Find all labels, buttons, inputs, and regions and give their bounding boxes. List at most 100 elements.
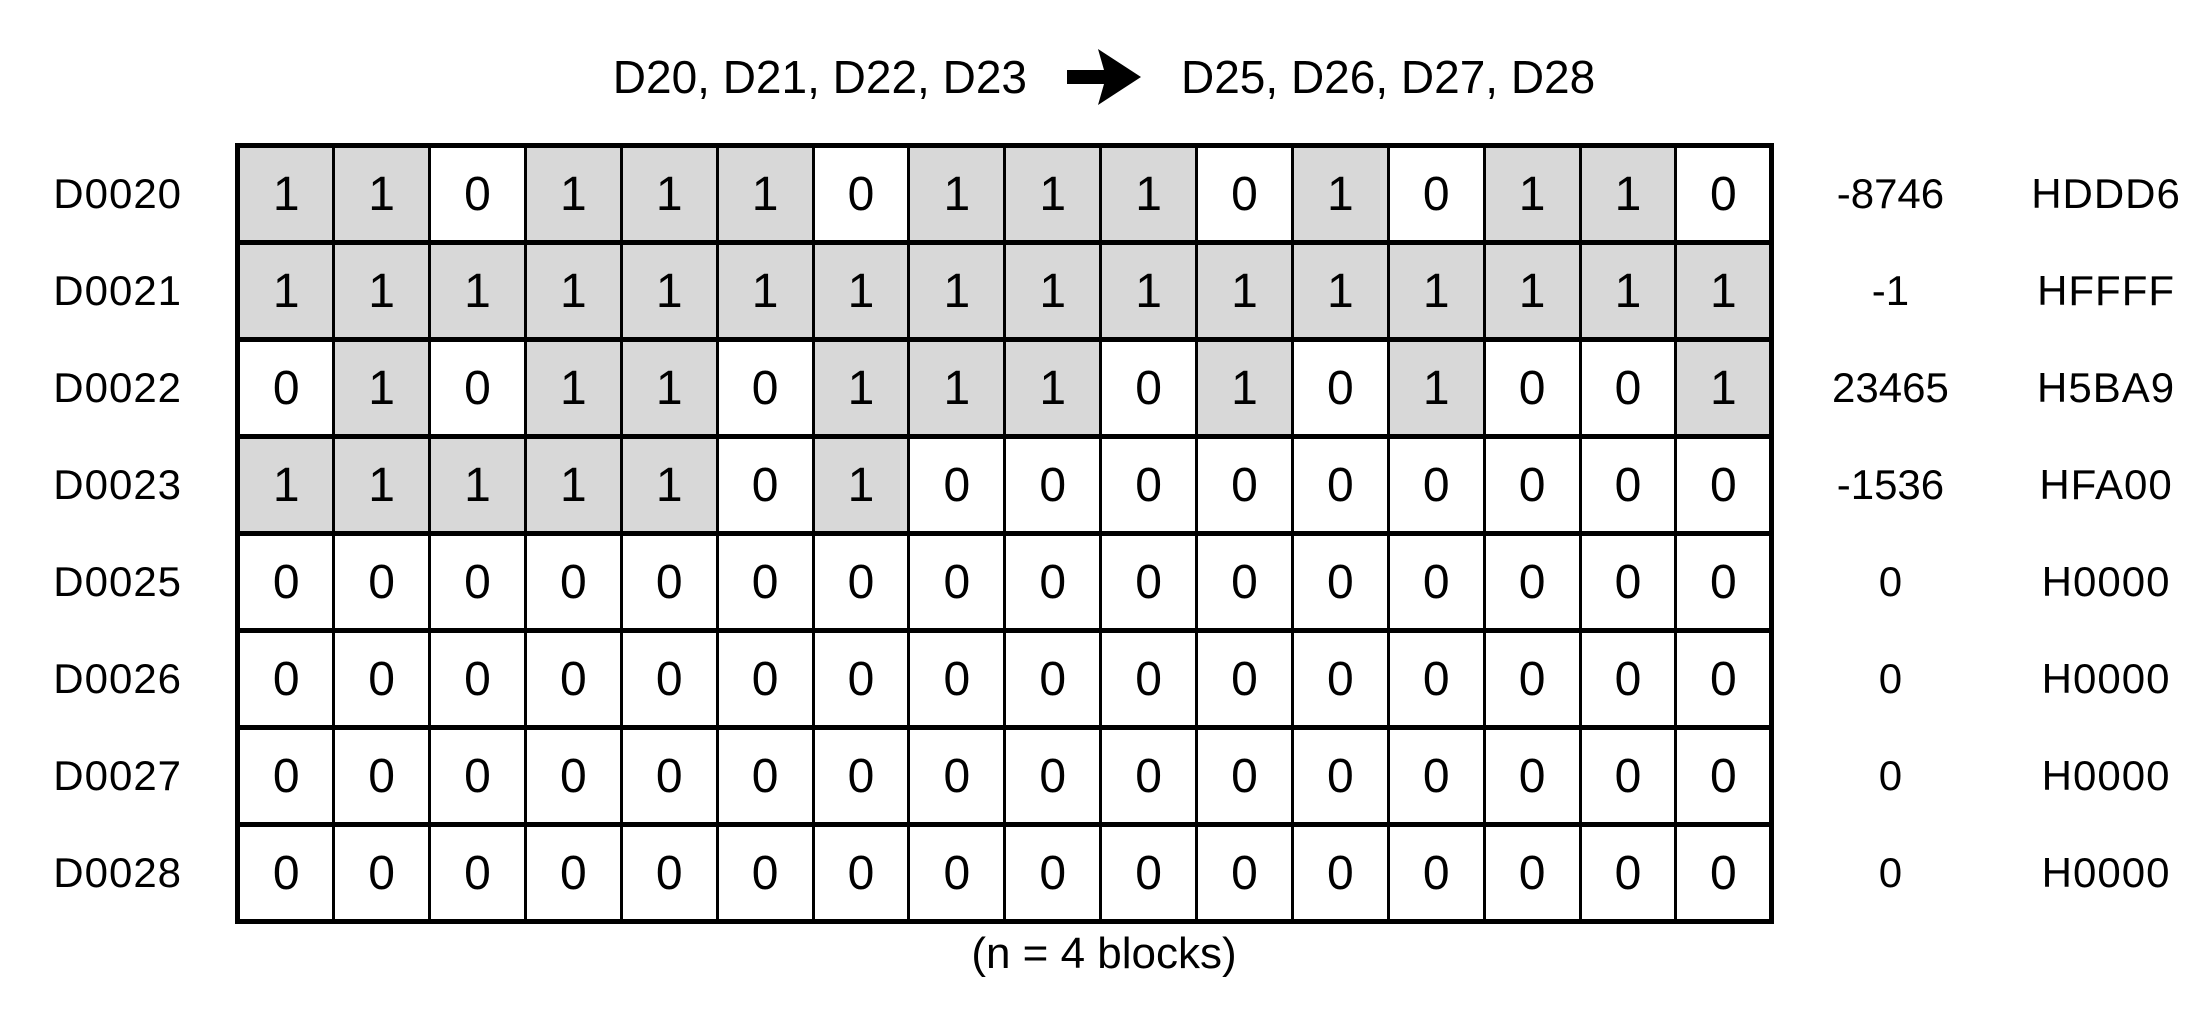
bit-cell: 0 xyxy=(1195,725,1294,827)
bit-cell: 0 xyxy=(619,531,719,633)
bit-cell: 1 xyxy=(619,143,719,245)
bit-cell: 0 xyxy=(811,725,911,827)
bit-cell: 0 xyxy=(1290,822,1390,924)
bit-cell: 1 xyxy=(1195,337,1294,439)
title-dest-registers: D25, D26, D27, D28 xyxy=(1181,51,1596,103)
bit-cell: 1 xyxy=(1674,337,1775,439)
bit-cell: 0 xyxy=(1386,628,1486,730)
bit-cell: 0 xyxy=(1482,434,1582,536)
bit-cell: 0 xyxy=(235,628,336,730)
bit-cell: 0 xyxy=(1290,434,1390,536)
bit-cell: 0 xyxy=(1578,531,1678,633)
bit-cell: 1 xyxy=(523,143,623,245)
bit-cell: 0 xyxy=(1099,434,1199,536)
bit-cell: 0 xyxy=(1195,434,1294,536)
hex-value: HDDD6 xyxy=(2031,170,2181,217)
bit-cell: 0 xyxy=(1482,822,1582,924)
decimal-value: -8746 xyxy=(1836,170,1945,217)
bit-cell: 1 xyxy=(523,337,623,439)
bit-cell: 0 xyxy=(1003,628,1103,730)
hex-value: H0000 xyxy=(2041,849,2171,896)
bit-cell: 0 xyxy=(523,822,623,924)
bit-cell: 0 xyxy=(1578,822,1678,924)
bit-cell: 1 xyxy=(1482,240,1582,342)
register-label: D0022 xyxy=(53,364,183,411)
bit-cell: 0 xyxy=(811,531,911,633)
bit-cell: 1 xyxy=(907,240,1007,342)
bit-cell: 1 xyxy=(1578,143,1678,245)
bit-cell: 0 xyxy=(1290,337,1390,439)
bit-cell: 0 xyxy=(1578,725,1678,827)
bit-cell: 0 xyxy=(907,628,1007,730)
bit-cell: 0 xyxy=(1386,531,1486,633)
bit-cell: 0 xyxy=(523,531,623,633)
bit-cell: 0 xyxy=(1290,725,1390,827)
bit-cell: 0 xyxy=(907,434,1007,536)
register-label: D0025 xyxy=(53,558,183,605)
caption: (n = 4 blocks) xyxy=(971,929,1237,978)
bit-cell: 1 xyxy=(235,240,336,342)
bit-cell: 0 xyxy=(1674,143,1775,245)
bit-cell: 1 xyxy=(1290,143,1390,245)
bit-cell: 0 xyxy=(1482,337,1582,439)
bit-cell: 0 xyxy=(811,628,911,730)
bit-cell: 0 xyxy=(1578,337,1678,439)
bit-cell: 1 xyxy=(428,240,527,342)
bit-cell: 1 xyxy=(332,337,432,439)
bit-cell: 1 xyxy=(619,240,719,342)
bit-cell: 0 xyxy=(235,725,336,827)
bit-cell: 0 xyxy=(1578,628,1678,730)
bit-cell: 0 xyxy=(1674,434,1775,536)
bit-cell: 0 xyxy=(619,628,719,730)
bit-cell: 0 xyxy=(332,628,432,730)
hex-value: H5BA9 xyxy=(2037,364,2176,411)
bit-cell: 0 xyxy=(428,822,527,924)
bit-cell: 1 xyxy=(1195,240,1294,342)
decimal-value: -1 xyxy=(1871,267,1910,314)
bit-cell: 1 xyxy=(811,240,911,342)
bit-cell: 0 xyxy=(235,337,336,439)
bit-cell: 0 xyxy=(1195,531,1294,633)
bit-cell: 0 xyxy=(1482,628,1582,730)
bit-cell: 1 xyxy=(235,434,336,536)
bit-cell: 0 xyxy=(1578,434,1678,536)
register-label: D0023 xyxy=(53,461,183,508)
bit-cell: 0 xyxy=(1003,725,1103,827)
title-source-registers: D20, D21, D22, D23 xyxy=(612,51,1027,103)
bit-cell: 1 xyxy=(332,434,432,536)
bit-cell: 0 xyxy=(1386,143,1486,245)
bit-cell: 1 xyxy=(235,143,336,245)
bit-cell: 1 xyxy=(1003,337,1103,439)
bit-cell: 0 xyxy=(428,531,527,633)
bit-cell: 0 xyxy=(1386,822,1486,924)
bit-cell: 0 xyxy=(619,725,719,827)
bit-cell: 1 xyxy=(1003,240,1103,342)
bit-cell: 0 xyxy=(235,531,336,633)
bit-cell: 0 xyxy=(907,531,1007,633)
bit-cell: 0 xyxy=(619,822,719,924)
register-label: D0026 xyxy=(53,655,183,702)
decimal-value: 0 xyxy=(1878,558,1903,605)
bit-cell: 1 xyxy=(1674,240,1775,342)
bit-cell: 0 xyxy=(332,531,432,633)
bit-cell: 1 xyxy=(1386,337,1486,439)
register-label: D0028 xyxy=(53,849,183,896)
bit-cell: 0 xyxy=(428,628,527,730)
bit-cell: 0 xyxy=(811,822,911,924)
bit-cell: 1 xyxy=(332,143,432,245)
bit-cell: 0 xyxy=(428,725,527,827)
bit-cell: 0 xyxy=(1099,337,1199,439)
bit-cell: 0 xyxy=(428,337,527,439)
bit-cell: 1 xyxy=(1482,143,1582,245)
bit-cell: 0 xyxy=(1674,822,1775,924)
bit-cell: 0 xyxy=(1674,628,1775,730)
bit-cell: 0 xyxy=(1290,628,1390,730)
bit-cell: 0 xyxy=(1003,434,1103,536)
bit-cell: 1 xyxy=(811,337,911,439)
